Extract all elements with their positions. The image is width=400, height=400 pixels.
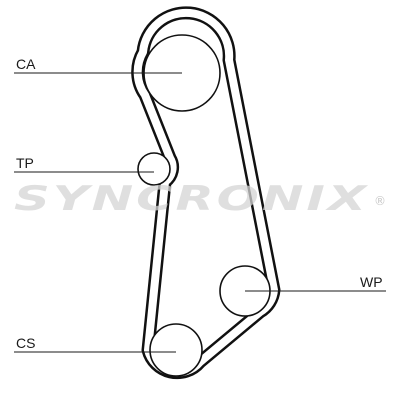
tensioner-pulley <box>137 152 171 186</box>
label-tp: TP <box>16 155 34 171</box>
belt-inner-band <box>133 8 278 377</box>
registered-mark: ® <box>374 194 386 208</box>
label-cs: CS <box>16 335 35 351</box>
syncronix-watermark: SYNCRONIX <box>14 179 369 219</box>
crankshaft-pulley <box>149 323 203 377</box>
label-ca: CA <box>16 56 36 72</box>
label-wp: WP <box>360 274 383 290</box>
timing-belt <box>131 6 281 380</box>
